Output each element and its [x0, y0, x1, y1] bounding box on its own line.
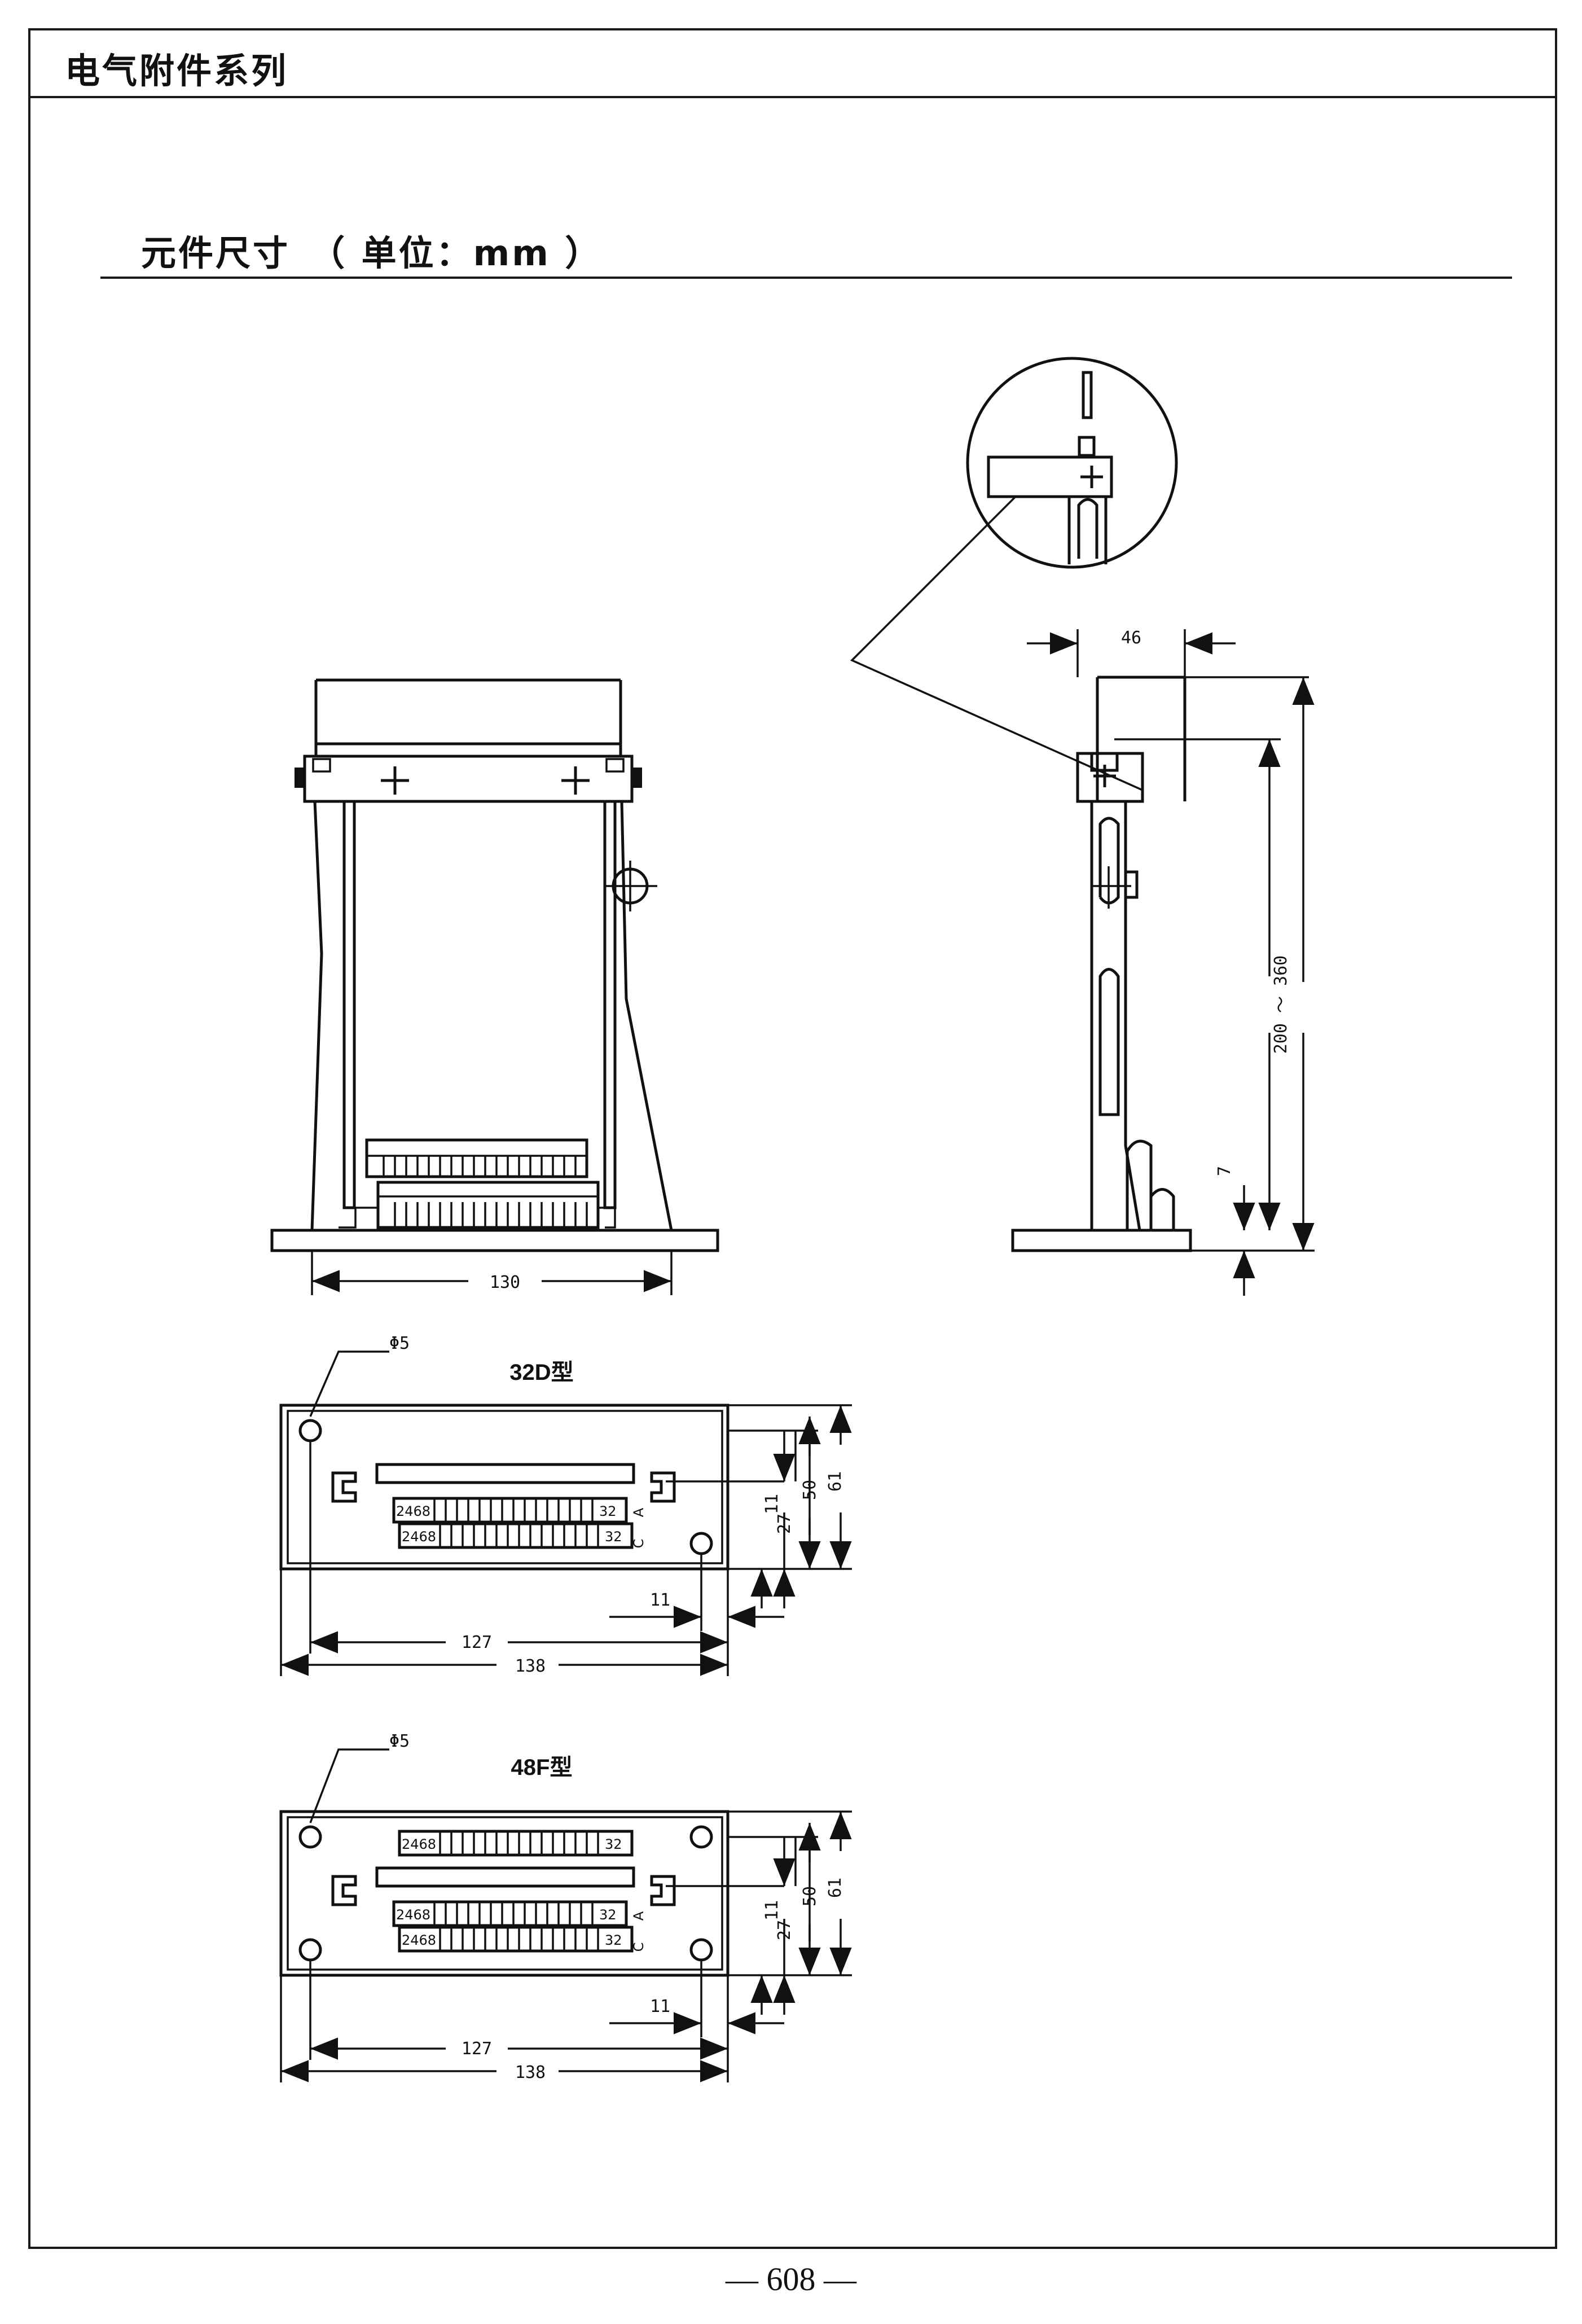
panel-32d-label-a: A	[631, 1507, 647, 1517]
panel-48f-dim-138: 138	[515, 2063, 546, 2082]
panel-48f: 48F型 Φ5 2468 32 2468 32 2468 32 A	[279, 1731, 852, 2082]
panel-32d-hole-label: Φ5	[389, 1334, 410, 1353]
panel-48f-row-top-start: 2468	[402, 1836, 436, 1852]
panel-48f-row-c-start: 2468	[402, 1932, 436, 1948]
side-base-dim: 7	[1215, 1166, 1234, 1176]
panel-48f-hole-label: Φ5	[389, 1731, 410, 1751]
page-number: — 608 —	[726, 2261, 856, 2297]
panel-48f-row-a-end: 32	[599, 1907, 617, 1923]
panel-32d-row-a-start: 2468	[396, 1503, 430, 1519]
front-terminal-block	[339, 1138, 616, 1229]
page-frame	[28, 28, 1557, 2249]
panel-48f-dim-11v: 11	[762, 1900, 782, 1920]
panel-32d-dim-50: 50	[800, 1480, 820, 1500]
panel-48f-model-label: 48F型	[511, 1755, 573, 1780]
front-width-dim: 130	[490, 1273, 520, 1292]
side-height-dim: 200 ～ 360	[1271, 955, 1291, 1054]
panel-32d-terminal-row-a: 2468 32	[392, 1497, 628, 1524]
panel-48f-dim-61: 61	[825, 1878, 845, 1898]
section-rule	[100, 277, 1512, 279]
panel-32d: 32D型 Φ5 2468 32 2468 32 A C 11 127	[279, 1334, 852, 1676]
panel-48f-dim-127: 127	[462, 2039, 492, 2059]
panel-32d-row-a-end: 32	[599, 1503, 617, 1519]
panel-48f-label-c: C	[631, 1942, 647, 1952]
panel-32d-row-c-end: 32	[605, 1529, 622, 1545]
panel-48f-dim-27: 27	[775, 1920, 794, 1940]
panel-48f-row-c-end: 32	[605, 1932, 622, 1948]
panel-32d-label-c: C	[631, 1539, 647, 1549]
panel-32d-dim-11h: 11	[650, 1590, 670, 1610]
panel-48f-terminal-row-c: 2468 32	[398, 1926, 634, 1953]
panel-32d-dim-61: 61	[825, 1471, 845, 1492]
panel-32d-terminal-row-c: 2468 32	[398, 1522, 634, 1549]
series-title: 电气附件系列	[65, 50, 289, 91]
panel-32d-dim-11v: 11	[762, 1494, 782, 1514]
panel-32d-dim-127: 127	[462, 1633, 492, 1652]
header-rule	[28, 96, 1557, 98]
panel-32d-dim-27: 27	[775, 1514, 794, 1534]
front-view: 130	[270, 678, 719, 1295]
panel-48f-row-top-end: 32	[605, 1836, 622, 1852]
section-title: 元件尺寸 （ 单位：mm ）	[141, 233, 603, 274]
side-width-dim: 46	[1121, 628, 1141, 648]
panel-48f-dim-50: 50	[800, 1886, 820, 1906]
panel-48f-dim-11h: 11	[650, 1997, 670, 2016]
panel-32d-row-c-start: 2468	[402, 1529, 436, 1545]
panel-48f-terminal-row-a: 2468 32	[392, 1900, 628, 1927]
panel-48f-label-a: A	[631, 1911, 647, 1920]
panel-48f-row-a-start: 2468	[396, 1907, 430, 1923]
panel-32d-model-label: 32D型	[509, 1360, 573, 1385]
side-view: 46 200 ～ 360 7	[850, 357, 1315, 1296]
panel-48f-terminal-row-top: 2468 32	[398, 1830, 634, 1857]
panel-32d-dim-138: 138	[515, 1656, 546, 1676]
